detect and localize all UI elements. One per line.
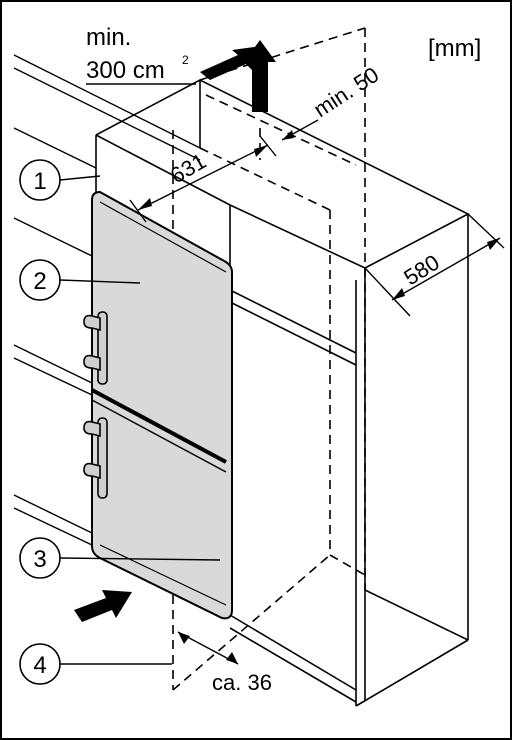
- up-arrow-icon: [244, 40, 276, 112]
- callout-2: [19, 259, 61, 301]
- hidden-lines: [172, 27, 366, 691]
- vent-label-line2: 300 cm: [86, 57, 165, 84]
- vent-label-line1: min.: [86, 24, 131, 51]
- callout-3-label: 3: [33, 546, 46, 573]
- inflow-arrow-icon: [74, 590, 132, 622]
- callout-2-label: 2: [33, 268, 46, 295]
- wall-lines: [13, 54, 201, 546]
- dimension-top-gap: min. 50: [309, 62, 383, 122]
- vent-label-superscript: 2: [182, 53, 189, 67]
- unit-label: [mm]: [428, 35, 481, 62]
- callout-1: [19, 159, 61, 201]
- callout-4: [19, 643, 61, 685]
- dimension-bottom-gap: ca. 36: [212, 670, 272, 695]
- door-handles: [83, 311, 108, 499]
- cabinet-outline: [95, 79, 470, 707]
- callout-leaders: [59, 175, 221, 665]
- dimension-580: 580: [399, 250, 443, 291]
- airflow-arrows: [74, 40, 276, 622]
- vent-arrow-icon: [200, 46, 262, 80]
- dimension-arrowheads: [138, 130, 500, 664]
- callout-3: [19, 537, 61, 579]
- callout-1-label: 1: [33, 168, 46, 195]
- fridge-body: [91, 190, 233, 620]
- callout-4-label: 4: [33, 652, 46, 679]
- callout-circles: [19, 159, 61, 685]
